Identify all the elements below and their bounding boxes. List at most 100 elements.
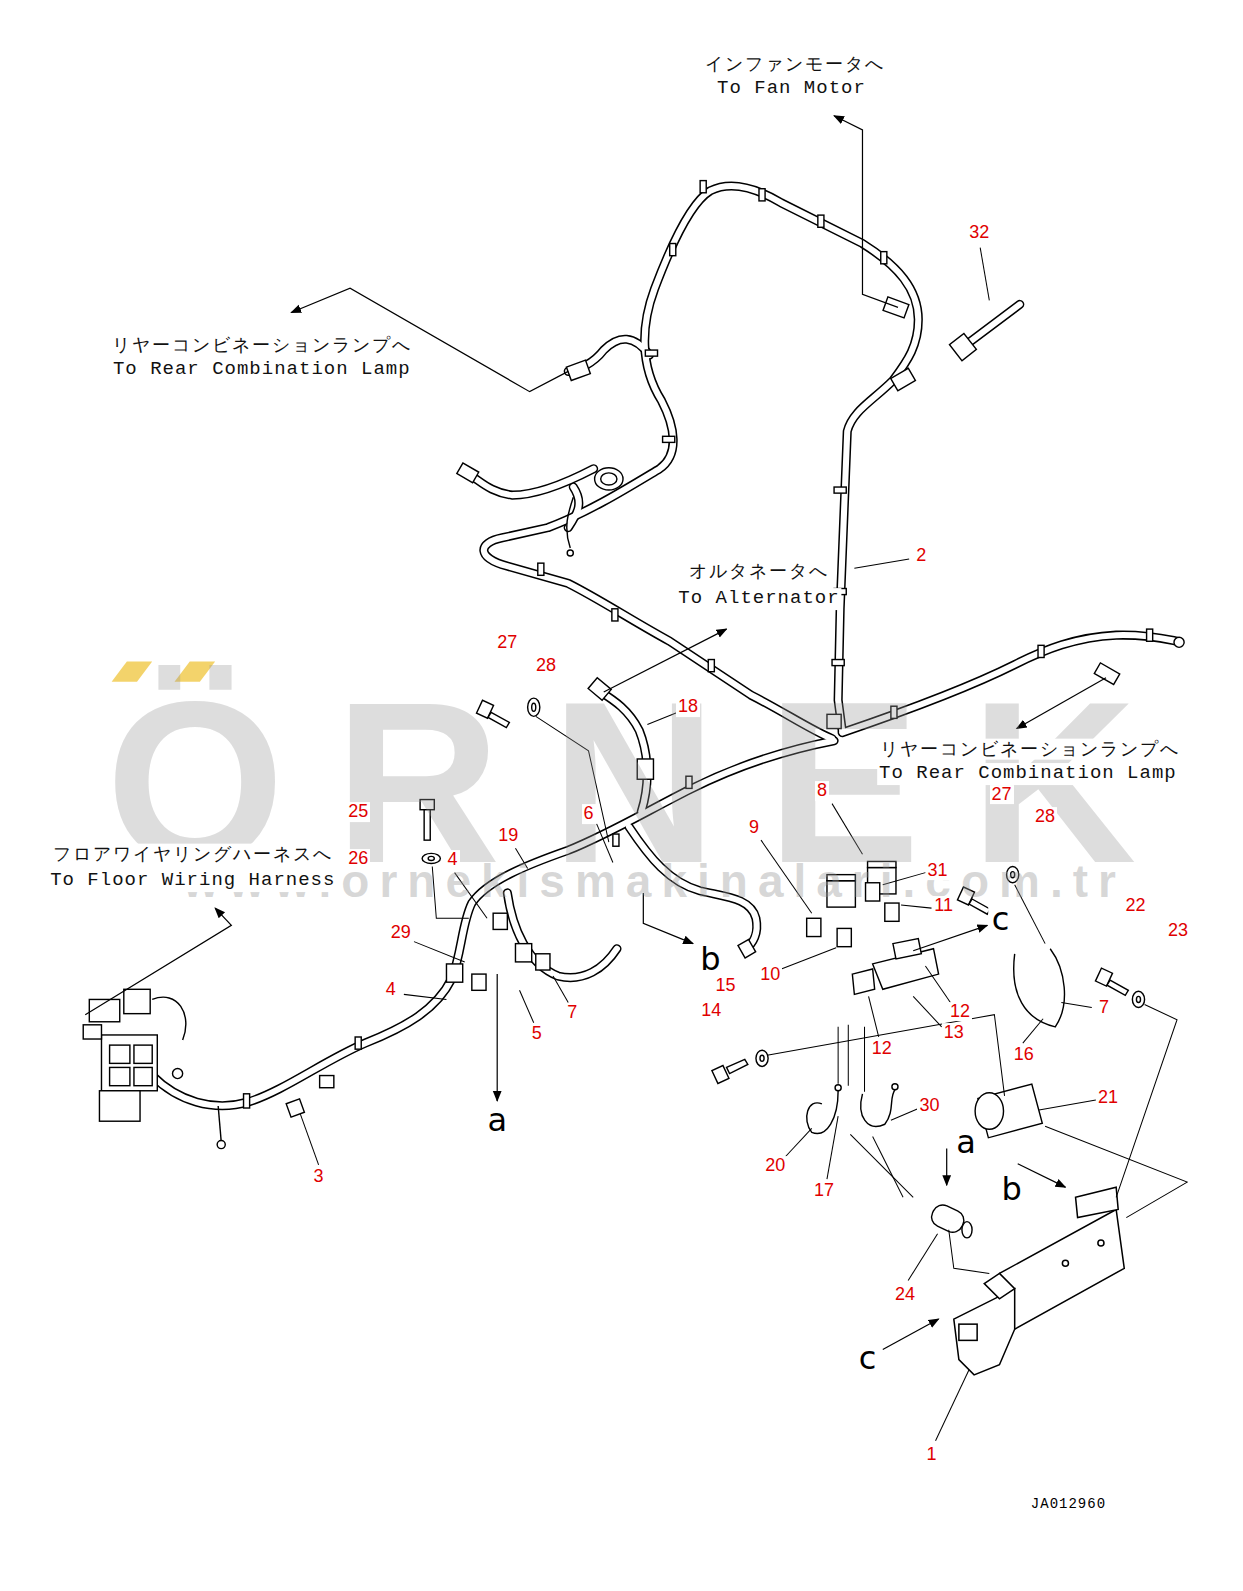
destination-label-holder: インファンモータへ bbox=[703, 54, 887, 75]
callout-number-holder: 28 bbox=[1033, 807, 1057, 827]
callout-number-holder: 8 bbox=[815, 782, 829, 802]
callout-number-holder: 9 bbox=[747, 818, 761, 838]
callout-number: 4 bbox=[384, 980, 398, 1000]
callout-number: 17 bbox=[812, 1181, 836, 1201]
callout-number: 20 bbox=[763, 1156, 787, 1176]
callout-number: 27 bbox=[495, 633, 519, 653]
callout-number: 2 bbox=[914, 546, 928, 566]
callout-number: 21 bbox=[1096, 1088, 1120, 1108]
callout-number-holder: 19 bbox=[496, 826, 520, 846]
destination-label: To Fan Motor bbox=[715, 78, 868, 100]
callout-number: 18 bbox=[676, 697, 700, 717]
callout-number-holder: 7 bbox=[1097, 998, 1111, 1018]
callout-number: 12 bbox=[948, 1002, 972, 1022]
destination-label: To Rear Combination Lamp bbox=[111, 359, 413, 381]
callout-number-holder: 3 bbox=[312, 1167, 326, 1187]
view-letter: c bbox=[856, 1342, 880, 1374]
view-letter-holder: c bbox=[989, 903, 1013, 935]
destination-label: To Alternator bbox=[676, 588, 841, 610]
callout-number-holder: 15 bbox=[713, 976, 737, 996]
callout-number-holder: 26 bbox=[346, 850, 370, 870]
callout-number-holder: 7 bbox=[565, 1003, 579, 1023]
callout-number-holder: 4 bbox=[384, 980, 398, 1000]
callout-number: 7 bbox=[565, 1003, 579, 1023]
callout-number-holder: 22 bbox=[1123, 896, 1147, 916]
drawing-number-holder: JA012960 bbox=[1031, 1494, 1106, 1512]
callout-number: 1 bbox=[924, 1445, 938, 1465]
callout-number: 11 bbox=[932, 896, 955, 916]
destination-label-holder: フロアワイヤリングハーネスへ bbox=[51, 844, 335, 865]
destination-label-holder: リヤーコンビネーションランプへ bbox=[878, 739, 1182, 760]
callout-number: 16 bbox=[1012, 1045, 1036, 1065]
callout-number: 29 bbox=[389, 923, 413, 943]
callout-number-holder: 1 bbox=[924, 1445, 938, 1465]
callout-number: 15 bbox=[713, 976, 737, 996]
callout-number-holder: 21 bbox=[1096, 1088, 1120, 1108]
callout-number-holder: 18 bbox=[676, 697, 700, 717]
view-letter: c bbox=[989, 903, 1013, 935]
view-letter: b bbox=[998, 1173, 1024, 1205]
callout-number: 14 bbox=[699, 1001, 723, 1021]
callout-number: 6 bbox=[582, 804, 596, 824]
callout-number-holder: 14 bbox=[699, 1001, 723, 1021]
callout-number-holder: 20 bbox=[763, 1156, 787, 1176]
callout-number-holder: 31 bbox=[926, 861, 950, 881]
callout-number-holder: 6 bbox=[582, 804, 596, 824]
view-letter-holder: b bbox=[697, 943, 723, 975]
callout-number-holder: 17 bbox=[812, 1181, 836, 1201]
destination-label: オルタネータへ bbox=[687, 561, 831, 582]
destination-label: リヤーコンビネーションランプへ bbox=[110, 335, 414, 356]
destination-label: インファンモータへ bbox=[703, 54, 887, 75]
callout-number-holder: 13 bbox=[942, 1023, 966, 1043]
view-letter-holder: b bbox=[998, 1173, 1024, 1205]
destination-label-holder: リヤーコンビネーションランプへ bbox=[110, 335, 414, 356]
view-letter: a bbox=[484, 1104, 510, 1136]
view-letter: a bbox=[953, 1126, 979, 1158]
callout-number: 19 bbox=[496, 826, 520, 846]
view-letter-holder: a bbox=[484, 1104, 510, 1136]
callout-number-holder: 2 bbox=[914, 546, 928, 566]
destination-label: フロアワイヤリングハーネスへ bbox=[51, 844, 335, 865]
callout-number: 9 bbox=[747, 818, 761, 838]
callout-number: 27 bbox=[989, 785, 1013, 805]
destination-label-holder: To Fan Motor bbox=[715, 78, 868, 100]
callout-number-holder: 5 bbox=[530, 1024, 544, 1044]
callout-number-holder: 25 bbox=[346, 802, 370, 822]
callout-number-holder: 16 bbox=[1012, 1045, 1036, 1065]
callout-number-holder: 10 bbox=[758, 965, 782, 985]
callout-number-holder: 11 bbox=[932, 896, 955, 916]
callout-number-holder: 24 bbox=[893, 1285, 917, 1305]
callout-number: 28 bbox=[534, 656, 558, 676]
callout-number: 8 bbox=[815, 782, 829, 802]
view-letter: b bbox=[697, 943, 723, 975]
callout-number-holder: 27 bbox=[495, 633, 519, 653]
destination-label-holder: To Rear Combination Lamp bbox=[111, 359, 413, 381]
callout-number: 28 bbox=[1033, 807, 1057, 827]
callout-number: 4 bbox=[446, 851, 460, 871]
callout-number-holder: 4 bbox=[446, 851, 460, 871]
callout-number: 30 bbox=[917, 1096, 941, 1116]
callout-number: 3 bbox=[312, 1167, 326, 1187]
callout-number: 32 bbox=[967, 223, 991, 243]
callout-number: 22 bbox=[1123, 896, 1147, 916]
callout-number-holder: 32 bbox=[967, 223, 991, 243]
callout-number-holder: 29 bbox=[389, 923, 413, 943]
callout-number-holder: 12 bbox=[948, 1002, 972, 1022]
callout-number: 31 bbox=[926, 861, 950, 881]
callout-number: 7 bbox=[1097, 998, 1111, 1018]
destination-label: リヤーコンビネーションランプへ bbox=[878, 739, 1182, 760]
view-letter-holder: c bbox=[856, 1342, 880, 1374]
destination-label-holder: オルタネータへ bbox=[687, 561, 831, 582]
destination-label-holder: To Rear Combination Lamp bbox=[877, 763, 1179, 785]
callout-number: 23 bbox=[1166, 922, 1190, 942]
callout-number: 5 bbox=[530, 1024, 544, 1044]
view-letter-holder: a bbox=[953, 1126, 979, 1158]
callout-number-holder: 12 bbox=[870, 1039, 894, 1059]
callout-number: 13 bbox=[942, 1023, 966, 1043]
callout-number-holder: 30 bbox=[917, 1096, 941, 1116]
callout-number-holder: 28 bbox=[534, 656, 558, 676]
callout-number: 26 bbox=[346, 850, 370, 870]
callout-number: 25 bbox=[346, 802, 370, 822]
callout-number: 24 bbox=[893, 1285, 917, 1305]
destination-label: To Rear Combination Lamp bbox=[877, 763, 1179, 785]
